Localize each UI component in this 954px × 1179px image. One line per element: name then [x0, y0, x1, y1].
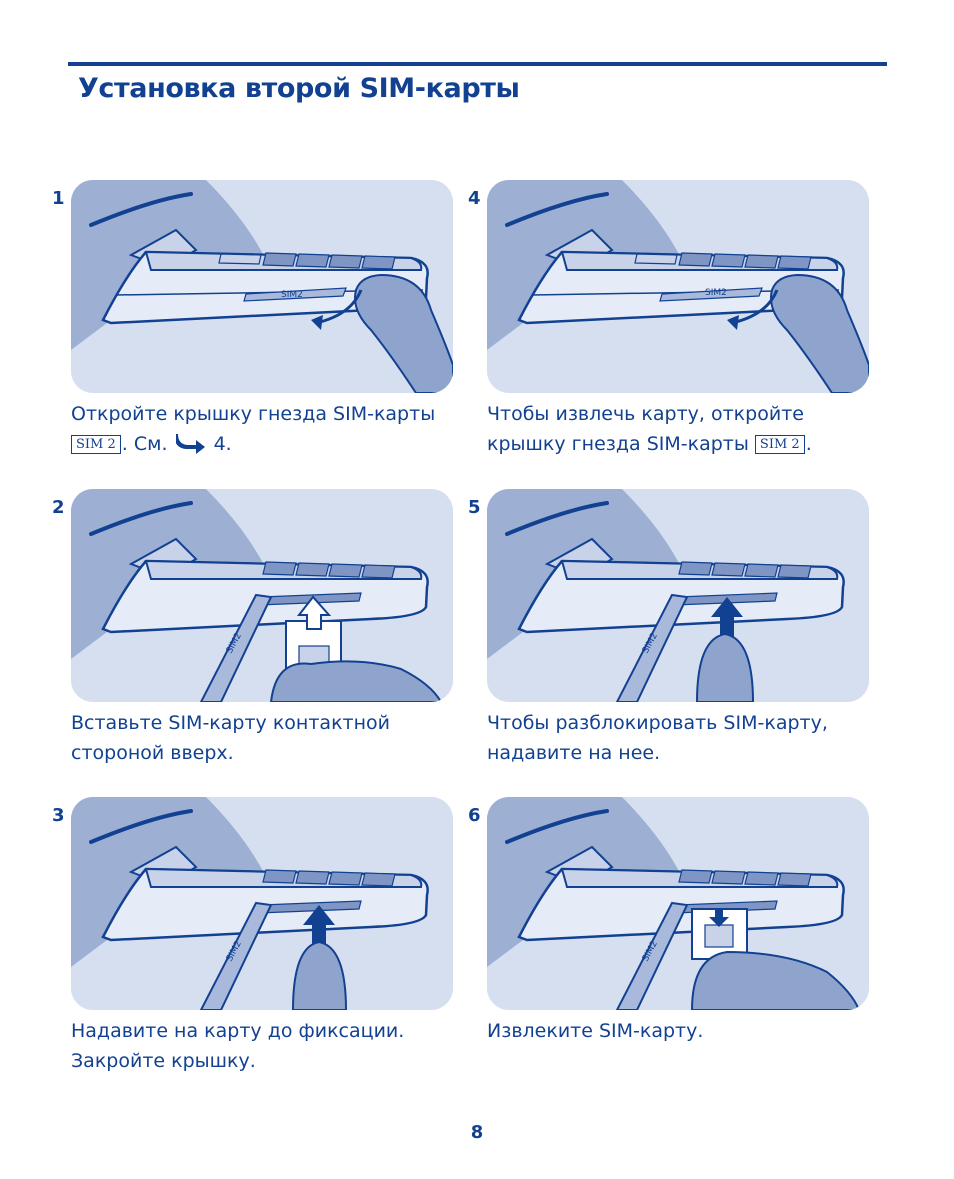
sim2-icon: SIM 2: [755, 435, 805, 454]
step-caption: Извлеките SIM-карту.: [487, 1016, 887, 1046]
step-number: 1: [52, 188, 65, 209]
right-arrow-icon: [176, 432, 206, 454]
caption-ref: 4.: [214, 433, 232, 455]
caption-line: стороной вверх.: [71, 742, 234, 764]
step-illustration: SIM2: [71, 797, 453, 1010]
step-illustration: SIM2: [487, 797, 869, 1010]
step-illustration: SIM2: [487, 489, 869, 702]
page-number: 8: [0, 1122, 954, 1143]
step-caption: Чтобы разблокировать SIM-карту, надавите…: [487, 708, 887, 768]
caption-line: надавите на нее.: [487, 742, 660, 764]
page-title: Установка второй SIM-карты: [78, 73, 520, 104]
caption-see: . См.: [122, 433, 168, 455]
step-number: 2: [52, 497, 65, 518]
caption-line: Чтобы разблокировать SIM-карту,: [487, 712, 828, 734]
step-caption: Откройте крышку гнезда SIM-карты SIM 2. …: [71, 399, 471, 459]
step-caption: Чтобы извлечь карту, откройте крышку гне…: [487, 399, 887, 459]
title-rule: [68, 62, 887, 66]
step-illustration: SIM2: [487, 180, 869, 393]
caption-line: крышку гнезда SIM-карты: [487, 433, 749, 455]
caption-line: Вставьте SIM-карту контактной: [71, 712, 390, 734]
caption-line: Закройте крышку.: [71, 1050, 256, 1072]
step-number: 5: [468, 497, 481, 518]
step-caption: Надавите на карту до фиксации. Закройте …: [71, 1016, 471, 1076]
sim2-icon: SIM 2: [71, 435, 121, 454]
step-illustration: SIM2: [71, 180, 453, 393]
step-number: 3: [52, 805, 65, 826]
step-caption: Вставьте SIM-карту контактной стороной в…: [71, 708, 471, 768]
step-number: 4: [468, 188, 481, 209]
step-illustration: SIM2: [71, 489, 453, 702]
caption-line: Надавите на карту до фиксации.: [71, 1020, 404, 1042]
caption-line: Чтобы извлечь карту, откройте: [487, 403, 804, 425]
step-number: 6: [468, 805, 481, 826]
caption-end: .: [806, 433, 812, 455]
caption-line: Извлеките SIM-карту.: [487, 1020, 703, 1042]
caption-line: Откройте крышку гнезда SIM-карты: [71, 403, 435, 425]
sim-slot-label: SIM2: [705, 288, 727, 298]
sim-slot-label: SIM2: [281, 290, 303, 300]
